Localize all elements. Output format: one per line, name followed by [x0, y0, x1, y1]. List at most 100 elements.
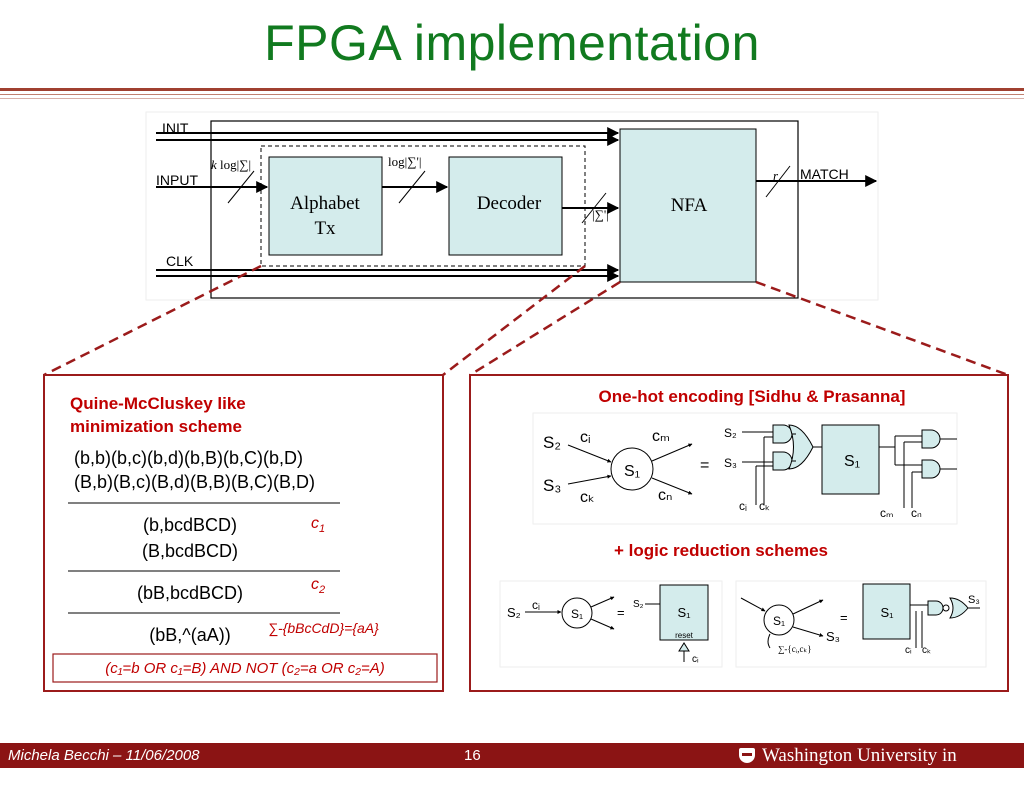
- zoom-line-right-1: [469, 280, 621, 377]
- alphabet-tx-label-1: Alphabet: [290, 193, 360, 214]
- circuit-ck-label: cₖ: [759, 499, 770, 513]
- reduction-b-ci: cᵢ: [905, 645, 912, 656]
- reduction-a-ci-input: cᵢ: [692, 654, 699, 665]
- reduction-b-register-label: S₁: [880, 605, 894, 620]
- nfa-label: NFA: [671, 195, 708, 216]
- or-gate-icon: [788, 424, 814, 470]
- reduction-b-s1-label: S₁: [773, 614, 785, 628]
- reduction-b-circuit-s3: S₃: [968, 594, 980, 606]
- circuit-cm-label: cₘ: [880, 506, 893, 520]
- s3-to-s1-arrow: [567, 474, 612, 485]
- circuit-s3-label: S₃: [724, 456, 737, 470]
- reduction-b-ck: cₖ: [922, 645, 931, 656]
- s2-to-s1-arrow: [567, 444, 612, 463]
- reduction-a-register-label: S₁: [677, 605, 691, 620]
- match-label: MATCH: [800, 166, 849, 182]
- university-shield-icon: [739, 748, 755, 763]
- reduction-b-in-arrow: [740, 597, 766, 612]
- circuit-cn-label: cₙ: [911, 506, 922, 520]
- alphabet-tx-label-2: Tx: [314, 218, 336, 239]
- reduction-a-equals: =: [617, 605, 625, 620]
- decoder-block: [448, 156, 563, 256]
- and-gate-icon: [927, 600, 944, 616]
- decoder-bus-slash: [398, 170, 426, 204]
- reduction-a-s2-label: S₂: [507, 605, 521, 620]
- decoder-width-label: log|∑'|: [388, 154, 421, 169]
- input-label: INPUT: [156, 172, 198, 188]
- title-rule-thin: [0, 94, 1024, 95]
- footer-bar: Michela Becchi – 11/06/2008 16 Washingto…: [0, 743, 1024, 788]
- reduction-b-s3-label: S₃: [826, 629, 840, 644]
- s1-out-m-arrow: [651, 443, 693, 462]
- right-panel: One-hot encoding [Sidhu & Prasanna] S₁ S…: [469, 374, 1009, 692]
- result-expression: (c₁=b OR c₁=B) AND NOT (c₂=a OR c₂=A): [105, 660, 385, 677]
- input-bus-slash: [227, 170, 255, 204]
- title-rule-thin-2: [0, 98, 1024, 99]
- sigma-note: ∑-{bBcCdD}={aA}: [268, 620, 379, 637]
- equals-sign: =: [700, 457, 709, 474]
- input-width-label: log|∑|: [220, 157, 251, 172]
- reduction-b-equals: =: [840, 610, 848, 625]
- inverter-bubble-icon: [942, 604, 950, 612]
- reduction-b-register: [862, 583, 911, 640]
- slide-diagram: Alphabet Tx Decoder NFA INIT INPUT CLK M…: [43, 111, 1009, 692]
- system-boundary: [210, 120, 799, 299]
- c1-label: c1: [311, 515, 325, 535]
- ck-label: cₖ: [580, 489, 595, 506]
- reduction-b-out-arrow-2: [792, 626, 824, 637]
- reduction-b-s1-node: [763, 604, 795, 636]
- left-panel-frame: [43, 374, 444, 692]
- preprocessing-boundary: [260, 145, 586, 267]
- state-s2-label: S₂: [543, 433, 561, 452]
- reduction-a-s1-label: S₁: [571, 607, 583, 621]
- zoom-lines: [43, 264, 1009, 377]
- state-s1-label: S₁: [624, 463, 640, 480]
- circuit-s2-label: S₂: [724, 426, 737, 440]
- match-width-label: r: [773, 168, 779, 183]
- nfa-bus-slash: [581, 192, 607, 224]
- university-name: Washington University in St.Louis: [762, 745, 957, 788]
- qm-heading-2: minimization scheme: [70, 417, 242, 436]
- footer-author: Michela Becchi – 11/06/2008: [8, 747, 200, 764]
- state-s1-node: [610, 447, 654, 491]
- register-s1-label: S₁: [844, 453, 860, 470]
- circuit-ci-label: cᵢ: [739, 499, 747, 513]
- reduction-a-out-arrow-1: [590, 596, 615, 608]
- reduction-a-register: [659, 584, 709, 641]
- clk-label: CLK: [166, 253, 194, 269]
- decoder-label: Decoder: [477, 193, 542, 214]
- nfa-block: [619, 128, 757, 283]
- qm-row1-line1: (b,b)(b,c)(b,d)(b,B)(b,C)(b,D): [74, 448, 303, 468]
- s1-out-n-arrow: [651, 477, 693, 495]
- qm-row4: (bB,^(aA)): [149, 625, 230, 645]
- reduction-b-loop: [767, 633, 771, 649]
- qm-heading-1: Quine-McCluskey like: [70, 394, 246, 413]
- and-gate-icon: [921, 459, 941, 479]
- alphabet-tx-block: [268, 156, 383, 256]
- zoom-line-right-2: [755, 280, 1009, 377]
- reduction-b-sigma: ∑-{cᵢ,cₖ}: [778, 644, 812, 654]
- title-rule: [0, 88, 1024, 91]
- reduction-a-ci-label: cᵢ: [532, 598, 540, 612]
- cn-label: cₙ: [658, 487, 672, 504]
- reduction-a-s1-node: [561, 597, 593, 629]
- state-s3-label: S₃: [543, 476, 561, 495]
- result-box: [52, 653, 438, 683]
- zoom-line-left-2: [442, 265, 586, 376]
- ci-label: cᵢ: [580, 429, 591, 446]
- qm-row3: (bB,bcdBCD): [137, 583, 243, 603]
- reduction-a-circuit-s2: S₂: [633, 599, 644, 610]
- reset-label: reset: [675, 631, 694, 640]
- and-gate-icon: [921, 429, 941, 449]
- input-width-k: k: [211, 157, 217, 172]
- reduction-b-out-arrow-1: [792, 599, 824, 615]
- qm-row2-line2: (B,bcdBCD): [142, 541, 238, 561]
- c2-label: c2: [311, 576, 325, 596]
- left-panel: Quine-McCluskey like minimization scheme…: [43, 374, 444, 692]
- cm-label: cₘ: [652, 428, 670, 445]
- qm-row2-line1: (b,bcdBCD): [143, 515, 237, 535]
- page-number: 16: [464, 747, 481, 764]
- reduction-heading: + logic reduction schemes: [614, 541, 828, 560]
- one-hot-heading: One-hot encoding [Sidhu & Prasanna]: [599, 387, 906, 406]
- block-diagram: Alphabet Tx Decoder NFA INIT INPUT CLK M…: [145, 111, 879, 301]
